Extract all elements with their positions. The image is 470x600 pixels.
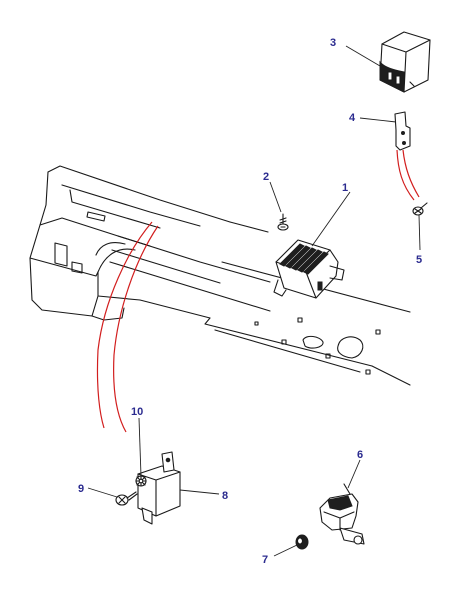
bracket-part-4 [394,111,411,151]
washer-part-10 [135,475,147,487]
sensor-unit-part-6 [319,483,365,545]
callout-8: 8 [222,490,228,502]
screw-part-5 [412,202,428,216]
callout-10: 10 [131,406,143,418]
callout-7: 7 [262,554,268,566]
callout-1: 1 [342,182,348,194]
callout-2: 2 [263,171,269,183]
wiring-harness-left [96,221,159,433]
wiring-harness-right [396,149,420,201]
module-part-8 [137,451,181,525]
callout-6: 6 [357,449,363,461]
callout-9: 9 [78,483,84,495]
control-module-part-1 [273,239,345,299]
callouts: 1 2 3 4 5 6 7 8 9 10 [78,37,422,566]
callout-3: 3 [330,37,336,49]
relay-part-3 [379,31,431,93]
callout-5: 5 [416,254,422,266]
screw-part-2 [277,213,289,231]
dashboard-panel [29,165,411,386]
callout-4: 4 [349,112,356,124]
screw-part-9 [115,491,138,506]
leader-lines [87,45,421,557]
nut-part-7 [295,534,309,550]
